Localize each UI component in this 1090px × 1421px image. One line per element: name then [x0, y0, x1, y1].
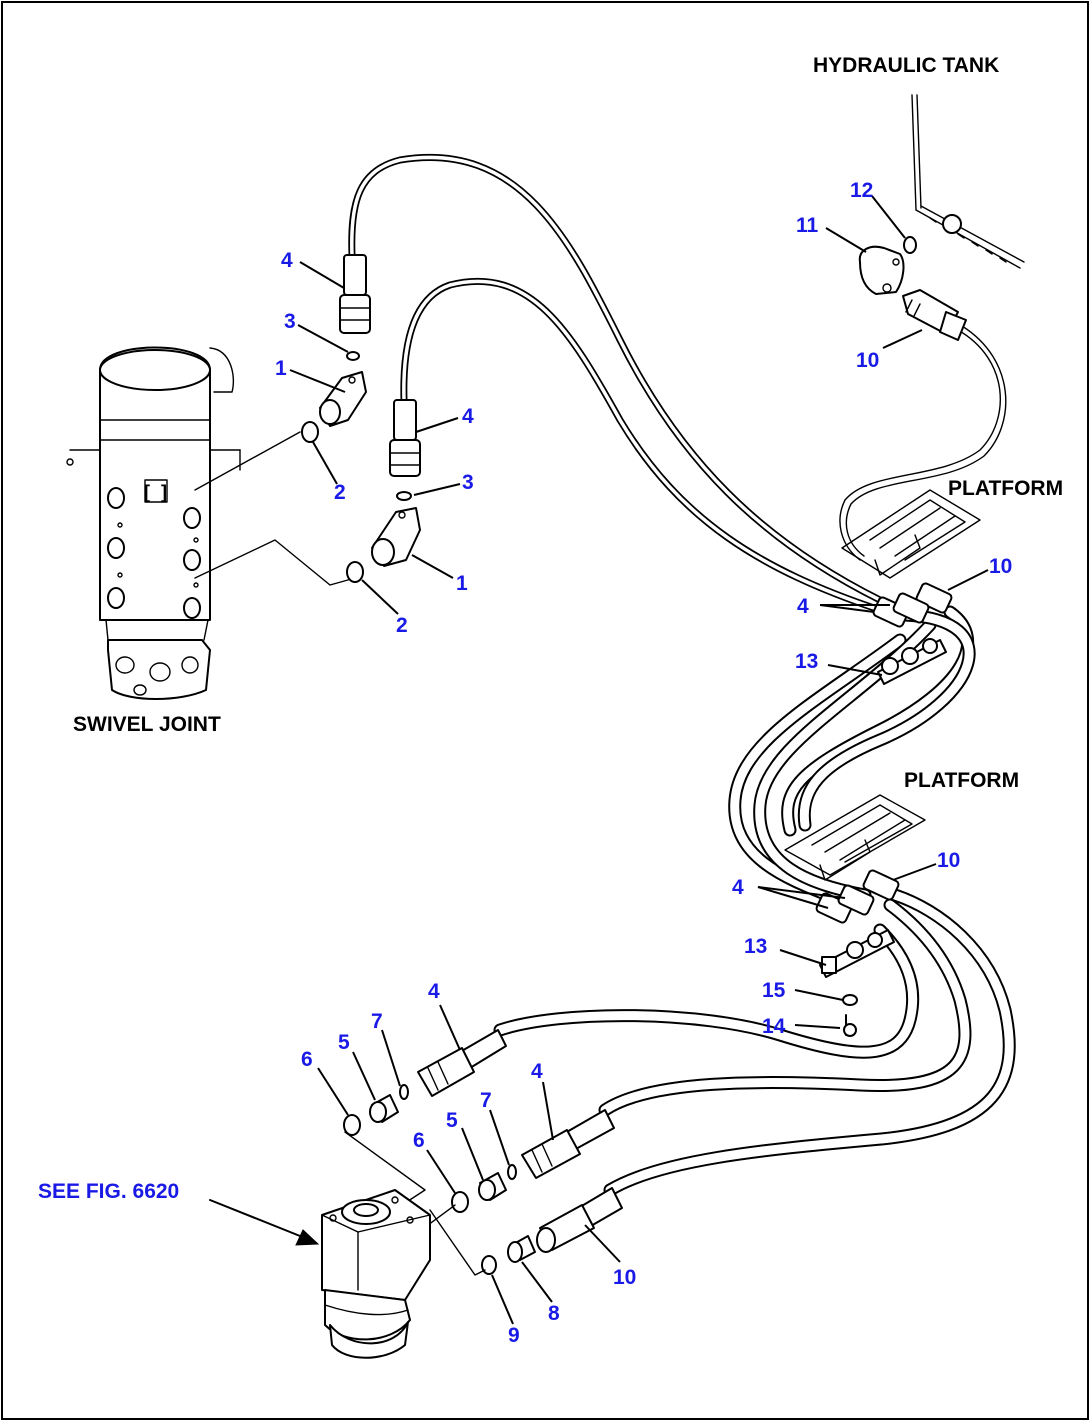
see-fig-arrow: [209, 1199, 320, 1246]
callout-4: 4: [531, 1060, 543, 1083]
platform-lower: [784, 794, 926, 881]
callout-3: 3: [462, 471, 474, 494]
clamp-group-lower: [815, 869, 900, 978]
o-ring-3b: [396, 491, 412, 501]
o-ring-7b: [507, 1164, 517, 1180]
callout-4: 4: [281, 249, 293, 272]
callout-3: 3: [284, 310, 296, 333]
hose-bundle: [728, 605, 976, 907]
steering-unit: [321, 1189, 431, 1359]
svg-text:[: [: [144, 482, 150, 502]
leader-swivel-upper: [194, 431, 301, 491]
platform-upper: [841, 489, 981, 579]
callout-13: 13: [744, 935, 767, 958]
label-platform-lower: PLATFORM: [904, 769, 1019, 792]
label-hydraulic-tank: HYDRAULIC TANK: [813, 54, 999, 77]
callout-leaders: [289, 195, 989, 1325]
callout-5: 5: [446, 1109, 458, 1132]
fitting-10-tank: [902, 289, 967, 341]
callout-10: 10: [937, 849, 960, 872]
label-see-fig: SEE FIG. 6620: [38, 1180, 179, 1203]
elbow-1a: [319, 371, 367, 427]
leader-pump-2: [427, 1204, 456, 1226]
hose-lower-1: [493, 923, 920, 1059]
callout-9: 9: [508, 1324, 520, 1347]
upper-fitting-group-a: [301, 254, 371, 443]
lower-fitting-row-3: [481, 1187, 623, 1275]
connector-5a: [369, 1094, 399, 1123]
callout-14: 14: [762, 1015, 786, 1038]
lower-fitting-row-1: [343, 1029, 507, 1136]
callout-1: 1: [275, 357, 287, 380]
hose-fitting-4a: [343, 254, 367, 296]
connector-8: [507, 1235, 536, 1263]
bolt-14: [843, 1014, 857, 1037]
hose-tank-return: [839, 325, 1007, 561]
o-ring-6b: [451, 1191, 469, 1213]
callout-4: 4: [732, 876, 744, 899]
callout-7: 7: [371, 1010, 383, 1033]
callout-13: 13: [795, 650, 818, 673]
callout-12: 12: [850, 179, 873, 202]
callout-8: 8: [548, 1302, 560, 1325]
hoses: [348, 154, 1016, 1197]
callout-15: 15: [762, 979, 786, 1002]
callout-11: 11: [796, 214, 819, 237]
callout-2: 2: [396, 614, 408, 637]
hose-lower-2: [598, 898, 972, 1117]
elbow-1b: [371, 507, 421, 567]
swivel-joint: [ ]: [66, 346, 241, 700]
o-ring-3a: [346, 351, 360, 361]
callout-4: 4: [797, 595, 809, 618]
o-ring-7a: [399, 1084, 409, 1100]
washer-15: [842, 994, 858, 1006]
callout-4: 4: [428, 980, 440, 1003]
hose-top-lower: [400, 277, 884, 614]
callout-4: 4: [462, 405, 474, 428]
o-ring-2a: [301, 421, 319, 443]
upper-fitting-group-b: [346, 399, 421, 583]
callout-10: 10: [613, 1266, 636, 1289]
callout-10: 10: [989, 555, 1012, 578]
hydraulic-tank-assembly: [858, 94, 1025, 341]
elbow-11: [858, 245, 905, 295]
o-ring-9: [481, 1255, 497, 1275]
svg-text:]: ]: [161, 482, 167, 502]
connector-5b: [478, 1172, 507, 1201]
hose-fitting-4b: [393, 399, 417, 441]
hose-top-upper: [348, 154, 884, 604]
callout-7: 7: [480, 1089, 492, 1112]
leader-pump-3: [429, 1209, 486, 1276]
callout-1: 1: [456, 572, 468, 595]
label-platform-upper: PLATFORM: [948, 477, 1063, 500]
clamp-group-upper: [872, 582, 953, 685]
leader-swivel-lower: [194, 539, 356, 586]
callout-2: 2: [334, 481, 346, 504]
label-swivel-joint: SWIVEL JOINT: [73, 713, 221, 736]
hose-lower-3: [603, 888, 1016, 1197]
callout-6: 6: [413, 1129, 425, 1152]
callout-5: 5: [338, 1031, 350, 1054]
o-ring-6a: [343, 1114, 361, 1136]
o-ring-12: [903, 236, 917, 254]
callout-10: 10: [856, 349, 879, 372]
o-ring-2b: [346, 561, 364, 583]
callout-6: 6: [301, 1048, 313, 1071]
